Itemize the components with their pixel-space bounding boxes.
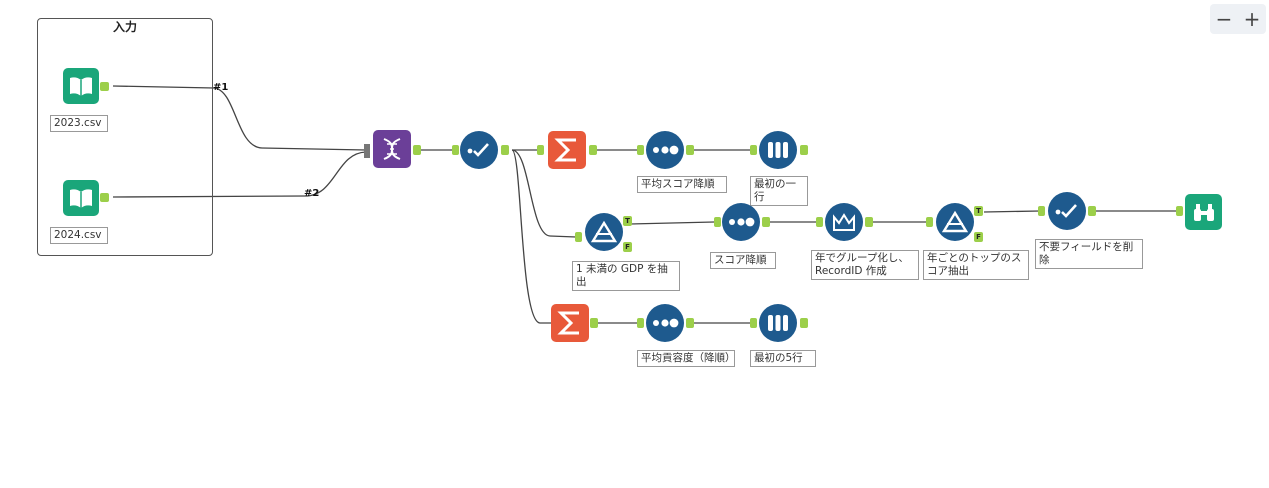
output-anchor[interactable] bbox=[800, 318, 808, 328]
sort-dots-icon bbox=[653, 318, 679, 328]
output-anchor[interactable] bbox=[589, 145, 597, 155]
output-anchor[interactable] bbox=[100, 82, 109, 91]
false-anchor[interactable]: F bbox=[974, 232, 983, 242]
select-tool-remove-fields[interactable] bbox=[1048, 192, 1086, 230]
crown-icon bbox=[833, 213, 855, 231]
input-anchor[interactable] bbox=[816, 217, 823, 227]
tool-label-sort-avg-cap: 平均貢容度（降順） bbox=[637, 350, 736, 367]
output-anchor[interactable] bbox=[590, 318, 598, 328]
tool-label-input-2024: 2024.csv bbox=[50, 227, 108, 244]
connection-label-2: #2 bbox=[304, 188, 320, 199]
sample-tool-five[interactable] bbox=[759, 304, 797, 342]
filter-tool-top[interactable] bbox=[936, 203, 974, 241]
input-anchor[interactable] bbox=[750, 145, 757, 155]
filter-triangle-icon bbox=[590, 220, 618, 243]
tool-label-sort-avg-score: 平均スコア降順 bbox=[637, 176, 727, 193]
true-anchor[interactable]: T bbox=[974, 206, 983, 216]
sort-tool-avg-capacity[interactable] bbox=[646, 304, 684, 342]
input-container[interactable]: 入力 bbox=[37, 18, 213, 256]
zoom-out-button[interactable]: − bbox=[1215, 7, 1233, 31]
sigma-icon bbox=[557, 311, 579, 335]
output-anchor[interactable] bbox=[686, 318, 694, 328]
union-tool[interactable] bbox=[373, 130, 411, 168]
sample-icon bbox=[768, 315, 788, 331]
tool-label-sample-five: 最初の5行 bbox=[750, 350, 816, 367]
output-anchor[interactable] bbox=[686, 145, 694, 155]
output-anchor[interactable] bbox=[762, 217, 770, 227]
sample-icon bbox=[768, 142, 788, 158]
summarize-tool-top[interactable] bbox=[548, 131, 586, 169]
select-tool[interactable] bbox=[460, 131, 498, 169]
output-anchor[interactable] bbox=[865, 217, 873, 227]
input-anchor[interactable] bbox=[637, 145, 644, 155]
sort-dots-icon bbox=[653, 145, 679, 155]
input-anchor[interactable] bbox=[575, 232, 582, 242]
input-anchor[interactable] bbox=[926, 217, 933, 227]
true-anchor[interactable]: T bbox=[623, 216, 632, 226]
sample-tool-first[interactable] bbox=[759, 131, 797, 169]
output-anchor[interactable] bbox=[100, 193, 109, 202]
input-anchor[interactable] bbox=[1038, 206, 1045, 216]
container-title: 入力 bbox=[112, 20, 137, 34]
input-anchor[interactable] bbox=[714, 217, 721, 227]
input-anchor[interactable] bbox=[452, 145, 459, 155]
book-icon bbox=[70, 189, 92, 208]
tool-label-input-2023: 2023.csv bbox=[50, 115, 108, 132]
dna-icon bbox=[383, 138, 401, 160]
input-anchor[interactable] bbox=[637, 318, 644, 328]
connection-label-1: #1 bbox=[213, 82, 229, 93]
output-anchor[interactable] bbox=[501, 145, 509, 155]
tool-label-multirow: 年でグループ化し、RecordID 作成 bbox=[811, 250, 919, 280]
input-anchor[interactable] bbox=[750, 318, 757, 328]
tool-label-sort-score: スコア降順 bbox=[710, 252, 776, 269]
sort-dots-icon bbox=[729, 217, 755, 227]
sigma-icon bbox=[554, 138, 576, 162]
input-anchor[interactable] bbox=[537, 145, 544, 155]
check-icon bbox=[1055, 204, 1077, 218]
summarize-tool-bottom[interactable] bbox=[551, 304, 589, 342]
input-data-tool-2024[interactable] bbox=[63, 180, 99, 216]
book-icon bbox=[70, 77, 92, 96]
multi-row-formula-tool[interactable] bbox=[825, 203, 863, 241]
browse-tool[interactable] bbox=[1185, 194, 1222, 230]
sort-tool-score[interactable] bbox=[722, 203, 760, 241]
zoom-controls: − + bbox=[1210, 4, 1266, 34]
tool-label-filter-gdp: 1 未満の GDP を抽出 bbox=[572, 261, 680, 291]
input-anchor[interactable] bbox=[364, 144, 370, 158]
sort-tool-avg-score[interactable] bbox=[646, 131, 684, 169]
input-data-tool-2023[interactable] bbox=[63, 68, 99, 104]
output-anchor[interactable] bbox=[800, 145, 808, 155]
zoom-in-button[interactable]: + bbox=[1243, 7, 1261, 31]
output-anchor[interactable] bbox=[1088, 206, 1096, 216]
false-anchor[interactable]: F bbox=[623, 242, 632, 252]
tool-label-select-remove: 不要フィールドを削除 bbox=[1035, 239, 1143, 269]
check-icon bbox=[467, 143, 489, 157]
tool-label-sample-first: 最初の一行 bbox=[750, 176, 808, 206]
binoculars-icon bbox=[1193, 204, 1214, 221]
output-anchor[interactable] bbox=[413, 145, 421, 155]
input-anchor[interactable] bbox=[1176, 206, 1183, 216]
tool-label-filter-top: 年ごとのトップのスコア抽出 bbox=[923, 250, 1029, 280]
filter-triangle-icon bbox=[941, 210, 969, 233]
filter-tool-gdp[interactable] bbox=[585, 213, 623, 251]
